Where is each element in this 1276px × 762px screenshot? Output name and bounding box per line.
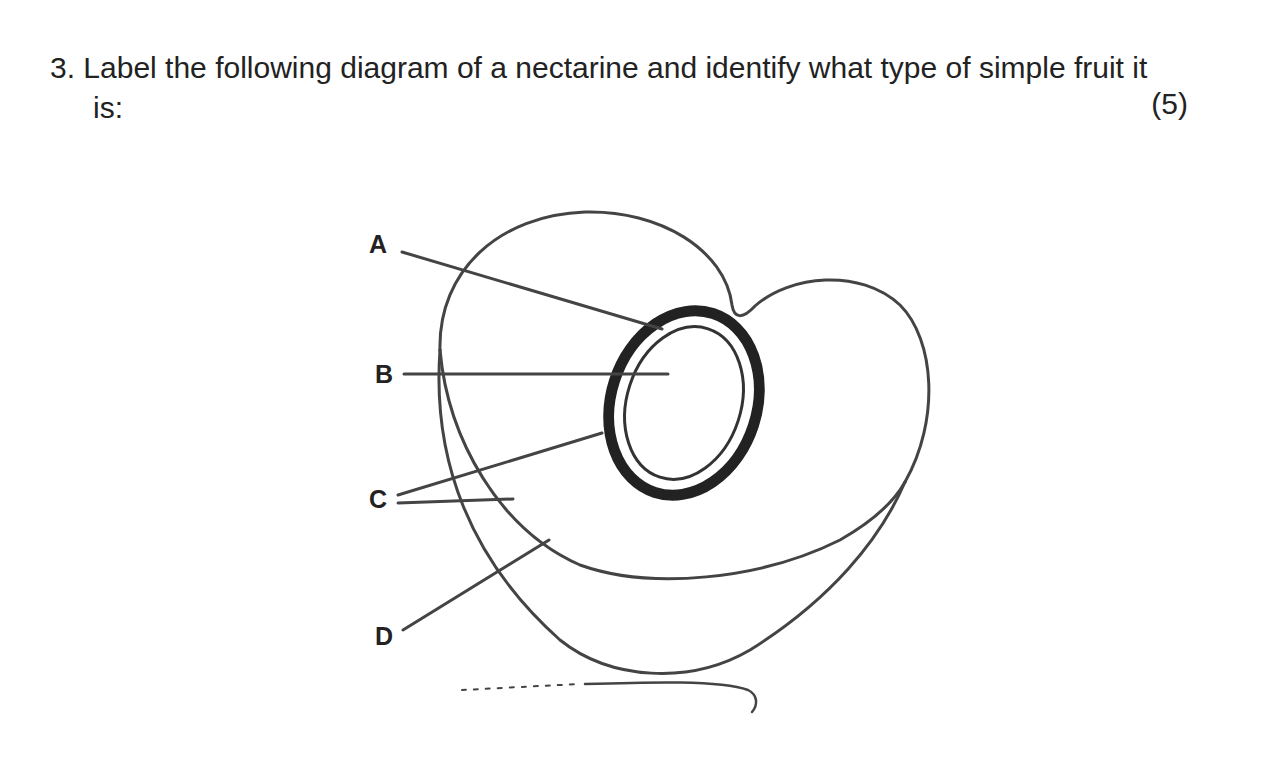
shadow-dashes [462, 684, 580, 690]
marks-value: (5) [1151, 84, 1188, 124]
leader-line [403, 540, 549, 630]
part-label: D [375, 622, 393, 650]
seed-outline [606, 311, 763, 495]
leader-line [404, 373, 668, 376]
fruit-body [439, 350, 905, 673]
part-label: C [369, 485, 387, 513]
leader-line [402, 252, 662, 329]
question-title: 3. Label the following diagram of a nect… [50, 48, 1170, 128]
part-label: A [369, 230, 387, 258]
leader-line [398, 433, 602, 495]
fruit-outline [440, 212, 929, 482]
part-label: B [375, 360, 393, 388]
shadow-line [585, 682, 756, 712]
leader-line [398, 499, 513, 503]
pit-endocarp [586, 291, 783, 515]
cut-edge [440, 350, 905, 579]
